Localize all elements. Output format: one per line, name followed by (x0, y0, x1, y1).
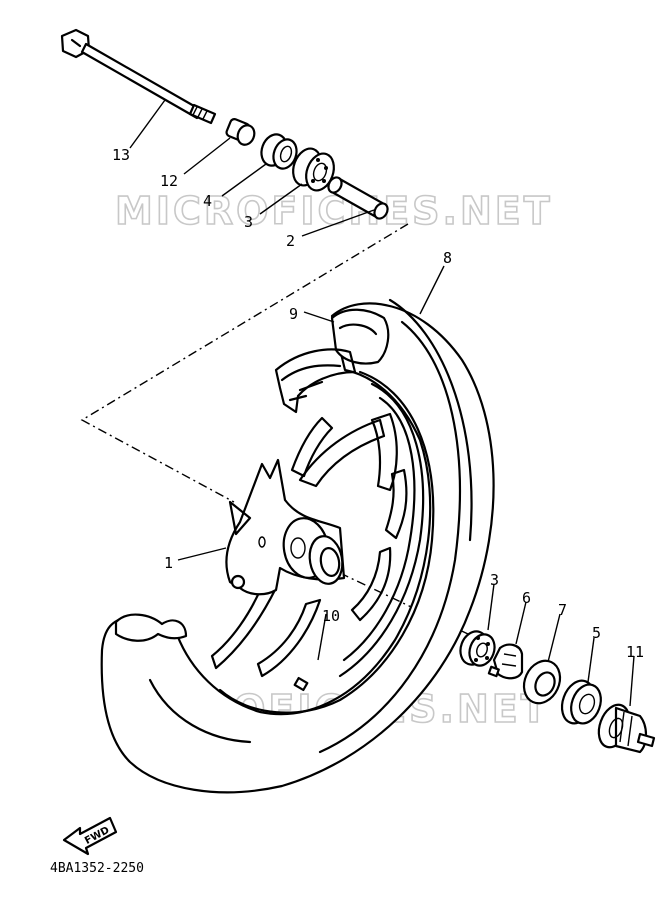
callout-7: 7 (558, 601, 567, 619)
callout-11: 11 (626, 643, 644, 661)
callout-9: 9 (289, 305, 298, 323)
axle-part-13 (60, 28, 217, 125)
callout-2: 2 (286, 232, 295, 250)
callout-5: 5 (592, 624, 601, 642)
wheel-assembly (100, 298, 495, 794)
washer-part-7 (522, 659, 562, 705)
retainer-part-6 (487, 643, 524, 680)
collar-part-12 (225, 118, 256, 146)
bearing-part-3-top (292, 147, 335, 192)
meter-gear-part-11 (597, 703, 656, 754)
callout-3-top: 3 (244, 213, 253, 231)
forward-arrow-icon: FWD (62, 816, 118, 856)
leader-lines (129, 99, 635, 707)
oil-seal-part-4 (260, 133, 298, 170)
callout-10: 10 (322, 607, 340, 625)
callout-13: 13 (112, 146, 130, 164)
diagram-code: 4BA1352-2250 (50, 861, 144, 876)
bearing-part-3-bottom (459, 630, 496, 667)
callout-3-bottom: 3 (490, 571, 499, 589)
spacer-part-2 (327, 176, 389, 220)
watermark-top: MICROFICHES.NET (115, 189, 553, 233)
callout-1: 1 (164, 554, 173, 572)
oil-seal-part-5 (560, 679, 602, 725)
callout-6: 6 (522, 589, 531, 607)
callout-12: 12 (160, 172, 178, 190)
callout-4: 4 (203, 192, 212, 210)
callout-8: 8 (443, 249, 452, 267)
assembly-line-top (80, 223, 409, 503)
